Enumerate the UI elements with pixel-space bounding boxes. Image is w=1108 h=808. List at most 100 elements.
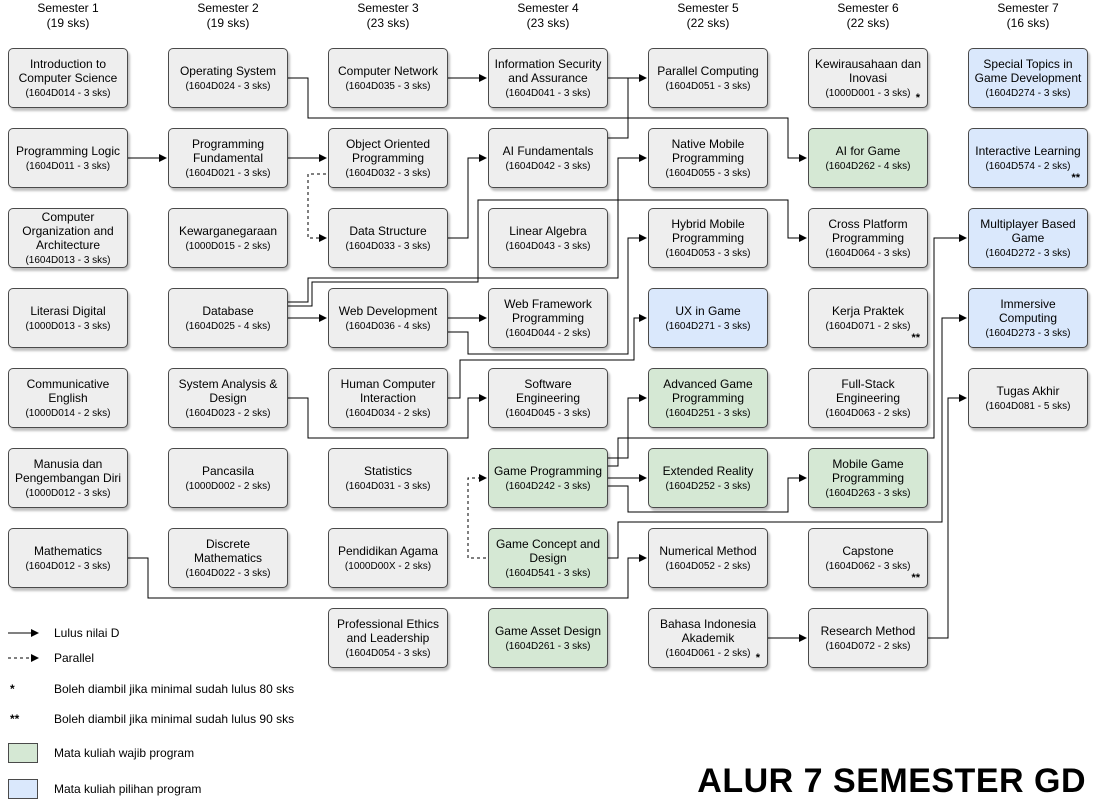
- course-code: (1604D274 - 3 sks): [985, 87, 1071, 99]
- course-name: Native Mobile Programming: [671, 136, 745, 165]
- legend-star2-symbol: **: [10, 712, 20, 726]
- edge-ai-fund-ai-game: [608, 118, 629, 139]
- course-discrete: Discrete Mathematics(1604D022 - 3 sks): [168, 528, 288, 588]
- course-name: Data Structure: [349, 223, 427, 238]
- course-name: Statistics: [363, 463, 412, 478]
- course-code: (1604D025 - 4 sks): [185, 320, 271, 332]
- course-name: Game Programming: [493, 463, 603, 478]
- edge-sysanalysis-softeng: [288, 394, 487, 439]
- course-name: Special Topics in Game Development: [974, 56, 1082, 85]
- course-code: (1000D00X - 2 sks): [344, 560, 432, 572]
- edge-ds-ai-fund: [448, 154, 487, 239]
- course-parallel: Parallel Computing(1604D051 - 3 sks): [648, 48, 768, 108]
- semester-label: Semester 4: [517, 1, 579, 15]
- course-name: Operating System: [179, 63, 277, 78]
- course-ethics: Professional Ethics and Leadership (1604D…: [328, 608, 448, 668]
- course-name: Programming Fundamental: [191, 136, 265, 165]
- course-intro-cs: Introduction to Computer Science(1604D01…: [8, 48, 128, 108]
- course-comp-org: Computer Organization and Architecture(1…: [8, 208, 128, 268]
- course-code: (1604D044 - 2 sks): [505, 327, 591, 339]
- course-code: (1604D262 - 4 sks): [825, 160, 911, 172]
- course-name: Introduction to Computer Science: [18, 56, 118, 85]
- course-agama: Pendidikan Agama(1000D00X - 2 sks): [328, 528, 448, 588]
- course-code: (1604D023 - 2 sks): [185, 407, 271, 419]
- course-name: Human Computer Interaction: [340, 376, 436, 405]
- course-prog-logic: Programming Logic(1604D011 - 3 sks): [8, 128, 128, 188]
- semester-header-7: Semester 7(16 sks): [968, 1, 1088, 31]
- course-fullstack: Full-Stack Engineering (1604D063 - 2 sks): [808, 368, 928, 428]
- legend-pass-label: Lulus nilai D: [54, 626, 120, 640]
- course-interactive: Interactive Learning(1604D574 - 2 sks)**: [968, 128, 1088, 188]
- course-name: Cross Platform Programming: [828, 216, 908, 245]
- course-webdev: Web Development(1604D036 - 4 sks): [328, 288, 448, 348]
- course-name: Object Oriented Programming: [345, 136, 431, 165]
- course-special-topics: Special Topics in Game Development (1604D…: [968, 48, 1088, 108]
- course-stats: Statistics(1604D031 - 3 sks): [328, 448, 448, 508]
- course-oop: Object Oriented Programming (1604D032 - 3…: [328, 128, 448, 188]
- course-name: Bahasa Indonesia Akademik: [659, 616, 757, 645]
- course-code: (1000D015 - 2 sks): [185, 240, 271, 252]
- course-native-mobile: Native Mobile Programming(1604D055 - 3 s…: [648, 128, 768, 188]
- course-name: Full-Stack Engineering: [835, 376, 901, 405]
- course-ux-game: UX in Game(1604D271 - 3 sks): [648, 288, 768, 348]
- course-prog-fund: Programming Fundamental (1604D021 - 3 sks…: [168, 128, 288, 188]
- course-name: Database: [202, 303, 254, 318]
- course-database: Database (1604D025 - 4 sks): [168, 288, 288, 348]
- course-name: Discrete Mathematics: [193, 536, 263, 565]
- course-code: (1604D574 - 2 sks): [985, 160, 1071, 172]
- semester-credits: (16 sks): [1006, 16, 1050, 30]
- edge-gameprog-multiplayer: [608, 234, 967, 467]
- course-code: (1604D032 - 3 sks): [345, 167, 431, 179]
- course-code: (1604D054 - 3 sks): [345, 647, 431, 659]
- course-code: (1604D071 - 2 sks): [825, 320, 911, 332]
- course-code: (1604D033 - 3 sks): [345, 240, 431, 252]
- course-kewarga: Kewarganegaraan (1000D015 - 2 sks): [168, 208, 288, 268]
- credit-requirement-mark: *: [755, 652, 760, 664]
- course-multiplayer: Multiplayer Based Game(1604D272 - 3 sks): [968, 208, 1088, 268]
- course-name: Capstone: [842, 543, 894, 558]
- course-name: AI Fundamentals: [502, 143, 594, 158]
- course-code: (1000D002 - 2 sks): [185, 480, 271, 492]
- semester-credits: (23 sks): [366, 16, 410, 30]
- semester-credits: (22 sks): [686, 16, 730, 30]
- edge-oop-ds-parallel: [307, 173, 327, 242]
- course-sys-analysis: System Analysis & Design(1604D023 - 2 sk…: [168, 368, 288, 428]
- course-name: Interactive Learning: [975, 143, 1081, 158]
- course-code: (1604D251 - 3 sks): [665, 407, 751, 419]
- legend-star1-label: Boleh diambil jika minimal sudah lulus 8…: [54, 682, 295, 696]
- course-name: Professional Ethics and Leadership: [336, 616, 440, 645]
- course-code: (1000D012 - 3 sks): [25, 487, 111, 499]
- course-name: Web Framework Programming: [504, 296, 592, 325]
- course-code: (1604D271 - 3 sks): [665, 320, 751, 332]
- course-code: (1000D013 - 3 sks): [25, 320, 111, 332]
- course-code: (1604D272 - 3 sks): [985, 247, 1071, 259]
- semester-credits: (23 sks): [526, 16, 570, 30]
- course-name: Kewarganegaraan: [178, 223, 278, 238]
- legend-star2-label: Boleh diambil jika minimal sudah lulus 9…: [54, 712, 295, 726]
- course-name: Hybrid Mobile Programming: [671, 216, 745, 245]
- course-bahasa: Bahasa Indonesia Akademik(1604D061 - 2 s…: [648, 608, 768, 668]
- course-code: (1604D261 - 3 sks): [505, 640, 591, 652]
- course-code: (1604D042 - 3 sks): [505, 160, 591, 172]
- course-name: Communicative English: [26, 376, 110, 405]
- edge-infosec-parallel: [608, 74, 647, 118]
- course-code: (1604D021 - 3 sks): [185, 167, 271, 179]
- course-ds: Data Structure (1604D033 - 3 sks): [328, 208, 448, 268]
- course-code: (1604D053 - 3 sks): [665, 247, 751, 259]
- course-literasi: Literasi Digital(1000D013 - 3 sks): [8, 288, 128, 348]
- course-name: Computer Network: [337, 63, 439, 78]
- course-web-fw: Web Framework Programming (1604D044 - 2 s…: [488, 288, 608, 348]
- edge-hci-ux: [448, 314, 647, 399]
- legend-wajib-label: Mata kuliah wajib program: [54, 746, 195, 760]
- course-name: Game Concept and Design: [495, 536, 601, 565]
- course-code: (1604D035 - 3 sks): [345, 80, 431, 92]
- course-code: (1604D041 - 3 sks): [505, 87, 591, 99]
- edge-gameconcept-gameprog-parallel: [467, 474, 487, 559]
- semester-credits: (19 sks): [46, 16, 90, 30]
- course-name: Research Method: [820, 623, 916, 638]
- course-capstone: Capstone(1604D062 - 3 sks)**: [808, 528, 928, 588]
- course-code: (1604D063 - 2 sks): [825, 407, 911, 419]
- course-name: Parallel Computing: [657, 63, 759, 78]
- course-os: Operating System(1604D024 - 3 sks): [168, 48, 288, 108]
- course-code: (1604D043 - 3 sks): [505, 240, 591, 252]
